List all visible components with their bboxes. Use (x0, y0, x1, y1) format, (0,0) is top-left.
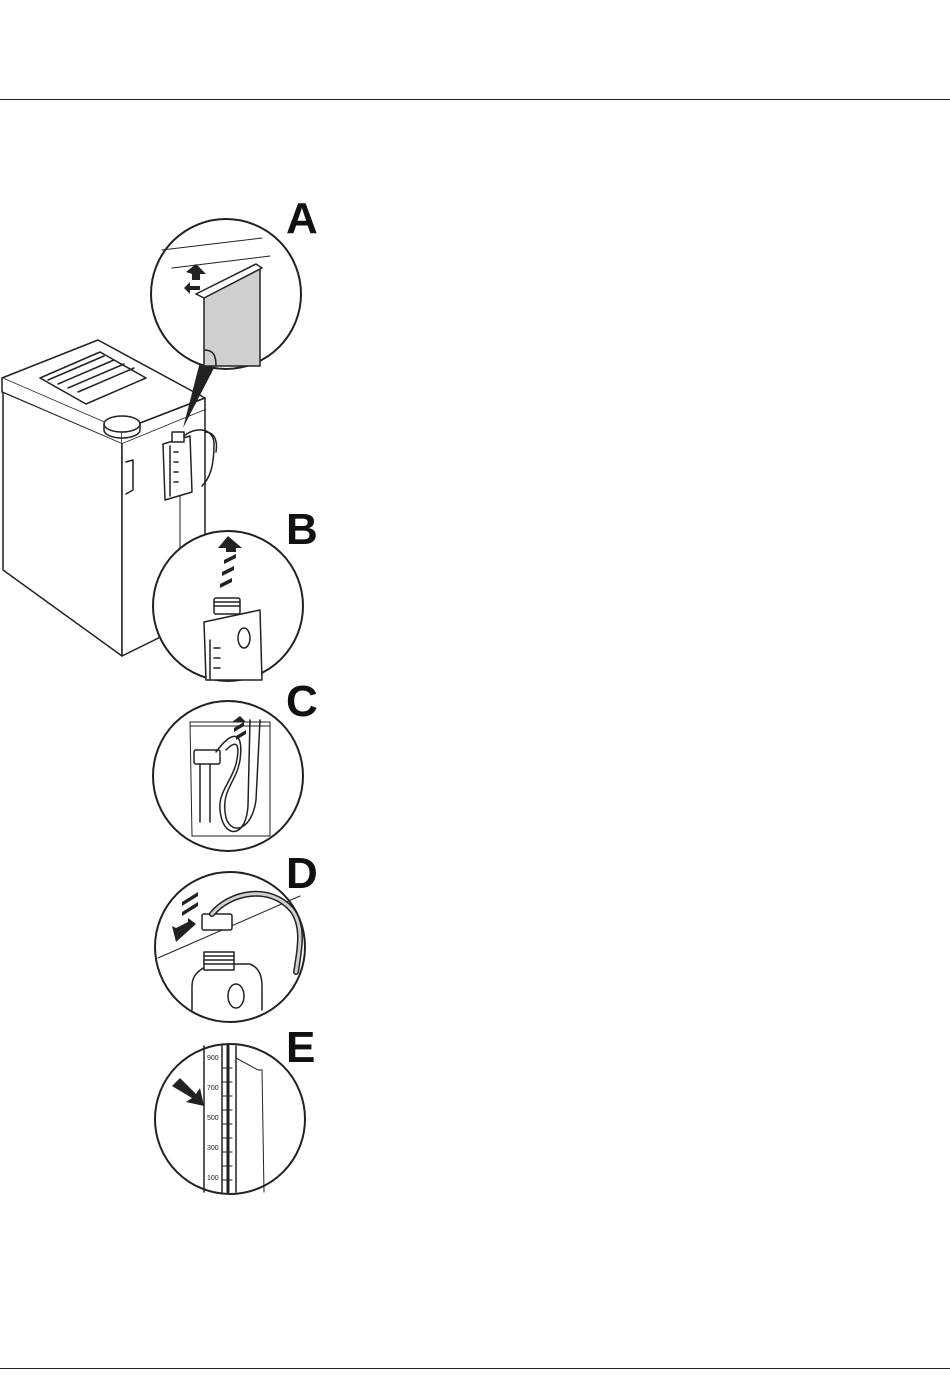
step-label-e: E (286, 1026, 315, 1070)
step-label-d: D (286, 852, 318, 896)
step-label-b: B (286, 508, 318, 552)
scale-mark-100: 100 (207, 1175, 219, 1182)
scale-mark-900: 900 (207, 1055, 219, 1062)
detail-d-attach-cap (155, 872, 305, 1022)
step-label-c: C (286, 680, 318, 724)
detail-c-unpack-tube (153, 701, 303, 851)
detail-e-fill-level: 900 700 500 300 100 (155, 1044, 305, 1194)
scale-mark-300: 300 (207, 1145, 219, 1152)
scale-mark-700: 700 (207, 1085, 219, 1092)
scale-mark-500: 500 (207, 1115, 219, 1122)
detail-b-remove-bottle (153, 531, 303, 681)
detail-a-cabinet-door (151, 219, 301, 369)
step-label-a: A (286, 197, 318, 241)
